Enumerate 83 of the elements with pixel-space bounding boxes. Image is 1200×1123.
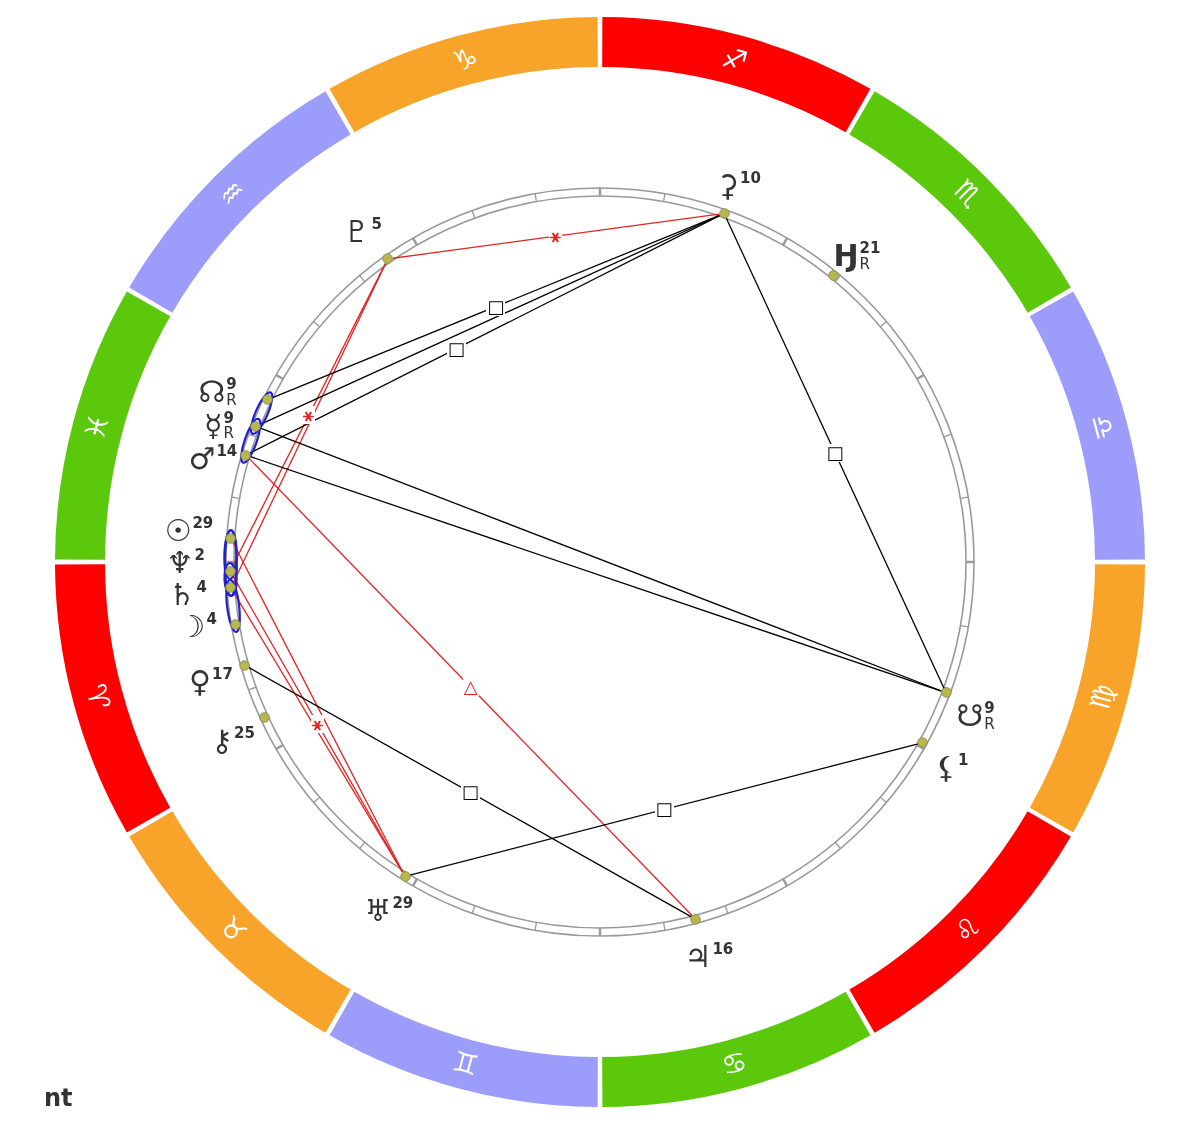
aspect-line: [248, 667, 693, 918]
edge-label: □: [460, 783, 480, 802]
sign-glyph: ♒: [213, 175, 252, 214]
degree-label: 14: [216, 444, 238, 460]
degree-label: 9: [984, 701, 995, 717]
sign-glyph: ♉: [213, 910, 252, 949]
sign-glyph: ♌: [948, 910, 987, 949]
edge-label: □: [654, 800, 674, 819]
planet-glyph: ⚳: [717, 171, 739, 201]
planet-glyph: ☽: [178, 612, 206, 642]
sign-glyph: ♍: [1085, 680, 1120, 713]
degree-label: 29: [392, 896, 414, 912]
planet-glyph: ♃: [684, 942, 712, 972]
degree-label: 29: [192, 516, 214, 532]
planet-marker: [189, 659, 251, 697]
degree-label: 9: [226, 377, 237, 393]
sign-glyph: ♏: [948, 175, 987, 214]
planet-glyph: ♇: [343, 217, 371, 247]
degree-label: 10: [740, 171, 761, 187]
edge-label: ⚹: [311, 714, 325, 733]
retrograde-label: R: [223, 426, 234, 442]
degree-label: 16: [712, 942, 734, 958]
degree-label: 21: [859, 241, 881, 257]
degree-label: 2: [194, 548, 205, 564]
retrograde-label: R: [984, 716, 995, 733]
aspect-line: [409, 743, 919, 876]
planet-glyph: ♆: [166, 548, 194, 578]
planet-marker: [917, 737, 969, 783]
zodiac-band: [329, 991, 598, 1107]
conjunction-ellipse: [225, 578, 241, 634]
retrograde-label: R: [859, 256, 871, 273]
chart-note: nt: [44, 1086, 73, 1110]
planet-marker: [164, 516, 237, 546]
planet-marker: [828, 241, 881, 281]
degree-label: 4: [206, 612, 217, 628]
sign-glyph: ♋: [718, 1047, 751, 1082]
planet-glyph: ♀: [189, 667, 211, 697]
zodiac-band: [1029, 291, 1145, 560]
sign-glyph: ♓: [81, 411, 115, 444]
planet-glyph: ♅: [364, 896, 392, 926]
planet-glyph: ☋: [956, 701, 984, 731]
sign-glyph: ♐: [718, 42, 751, 77]
edge-label: □: [446, 339, 466, 358]
planet-marker: [717, 171, 761, 219]
zodiac-band: [849, 811, 1071, 1033]
retrograde-label: R: [226, 392, 237, 409]
sign-glyph: ♎: [1085, 411, 1120, 444]
zodiac-band: [602, 991, 871, 1107]
conjunction-ellipse: [223, 529, 238, 597]
conjunction-ellipse: [240, 417, 262, 464]
planet-marker: [204, 410, 262, 442]
conjunction-ellipse: [249, 391, 274, 435]
zodiac-band: [1029, 564, 1145, 833]
degree-label: 9: [223, 410, 234, 427]
planet-glyph: ☊: [198, 377, 226, 407]
edge-label: △: [462, 678, 479, 697]
conjunction-ellipse: [223, 561, 238, 597]
planet-glyph: ♄: [168, 580, 196, 610]
zodiac-band: [602, 17, 871, 133]
degree-label: 25: [234, 726, 255, 742]
degree-label: 5: [371, 217, 382, 233]
planet-glyph: ♂: [188, 444, 216, 474]
edge-label: ⚹: [302, 405, 316, 424]
planet-glyph: Ӈ: [833, 241, 859, 271]
planet-glyph: ☿: [204, 410, 223, 441]
degree-label: 17: [212, 667, 233, 683]
edge-label: □: [825, 444, 845, 463]
planet-glyph: ⚷: [211, 726, 233, 756]
zodiac-band: [55, 564, 171, 833]
aspect-line: [725, 217, 945, 689]
aspect-line: [248, 458, 693, 917]
degree-label: 4: [196, 580, 207, 596]
zodiac-band: [329, 17, 598, 133]
aspect-line: [392, 213, 720, 259]
sign-glyph: ♈: [81, 680, 115, 713]
sign-glyph: ♊: [449, 1047, 482, 1082]
zodiac-band: [129, 811, 351, 1033]
conjunction-ellipse: [223, 529, 238, 581]
planet-glyph: ⚸: [935, 753, 957, 783]
degree-label: 1: [958, 753, 969, 769]
sign-glyph: ♑: [449, 42, 482, 77]
zodiac-band: [129, 91, 351, 313]
planet-glyph: ☉: [164, 516, 192, 546]
